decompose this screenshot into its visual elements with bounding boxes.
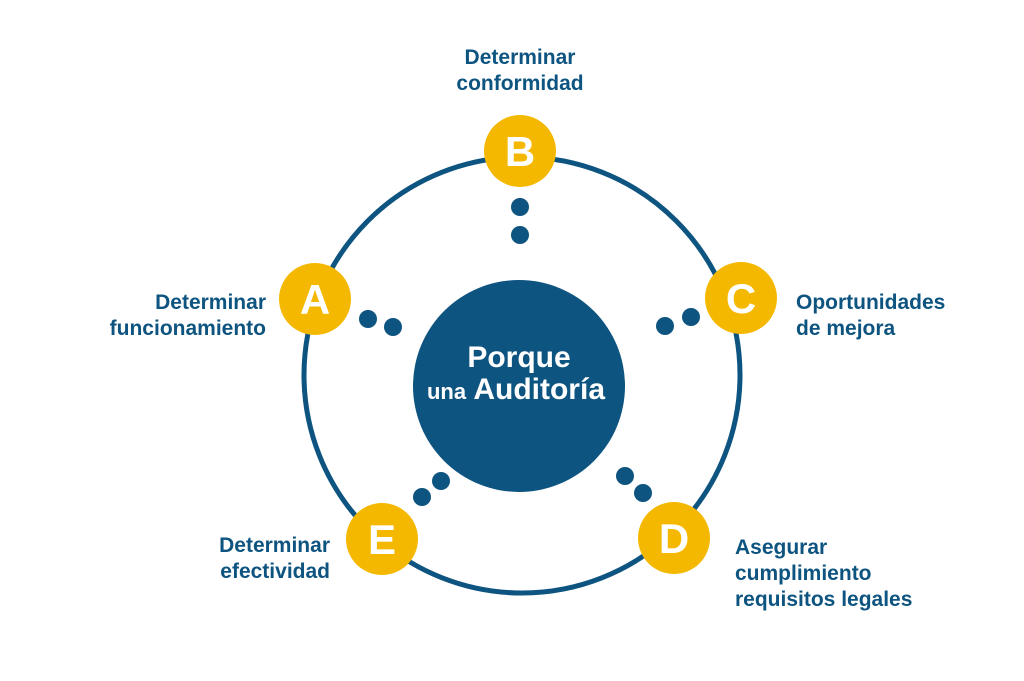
connector-dot — [682, 308, 700, 326]
connector-dot — [432, 472, 450, 490]
node-c: C — [705, 262, 777, 334]
label-line: funcionamiento — [109, 317, 266, 340]
label-line: conformidad — [456, 72, 584, 95]
center-title: Porque una Auditoría — [414, 342, 624, 408]
node-b: B — [484, 115, 556, 187]
node-e-letter: E — [368, 516, 396, 563]
label-node-d: Asegurar cumplimiento requisitos legales — [735, 535, 955, 613]
label-line: Asegurar — [735, 536, 828, 559]
label-node-a: Determinar funcionamiento — [80, 290, 266, 342]
label-line: cumplimiento — [735, 562, 872, 585]
node-c-circle — [705, 262, 777, 334]
label-line: requisitos legales — [735, 588, 913, 611]
node-b-letter: B — [505, 128, 535, 175]
connector-dot — [359, 310, 377, 328]
label-line: Oportunidades — [796, 291, 946, 314]
center-title-line-2: una Auditoría — [408, 374, 624, 408]
connector-dot — [384, 318, 402, 336]
connector-dot — [656, 317, 674, 335]
connector-dot — [413, 488, 431, 506]
connector-dot — [634, 484, 652, 502]
node-e: E — [346, 503, 418, 575]
node-b-circle — [484, 115, 556, 187]
node-a: A — [279, 263, 351, 335]
node-d-letter: D — [659, 515, 689, 562]
label-line: de mejora — [796, 317, 896, 340]
label-line: Determinar — [464, 46, 576, 69]
node-e-circle — [346, 503, 418, 575]
node-a-circle — [279, 263, 351, 335]
label-node-e: Determinar efectividad — [150, 533, 330, 585]
node-c-letter: C — [726, 275, 756, 322]
connector-dot — [511, 226, 529, 244]
node-a-letter: A — [300, 276, 330, 323]
node-d-circle — [638, 502, 710, 574]
center-title-big: Auditoría — [473, 373, 606, 406]
center-title-small: una — [426, 379, 467, 404]
connector-dot — [511, 198, 529, 216]
connector-dots — [359, 198, 700, 506]
label-line: Determinar — [219, 534, 330, 557]
label-node-c: Oportunidades de mejora — [796, 290, 986, 342]
label-line: efectividad — [220, 560, 330, 583]
center-title-line-1: Porque — [467, 341, 571, 374]
node-d: D — [638, 502, 710, 574]
center-disc — [413, 280, 625, 492]
label-node-b: Determinar conformidad — [420, 45, 620, 97]
connector-dot — [616, 467, 634, 485]
label-line: Determinar — [155, 291, 266, 314]
